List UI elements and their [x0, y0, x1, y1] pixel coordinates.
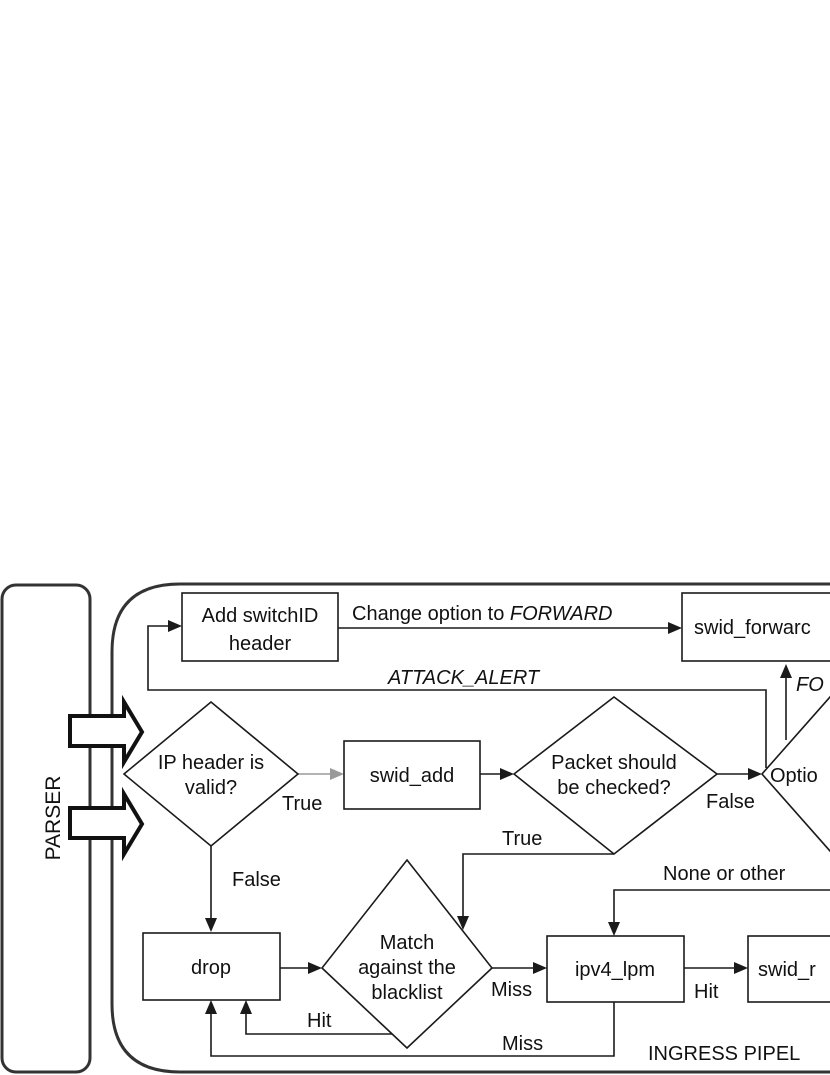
- arrowhead: [780, 664, 792, 678]
- change-option-label: Change option to FORWARD: [352, 603, 613, 625]
- arrowhead: [308, 962, 322, 974]
- lpm-miss-label: Miss: [502, 1033, 543, 1055]
- ipv4-lpm-box: [546, 935, 685, 1003]
- parser-label: PARSER: [42, 776, 65, 861]
- ip-false-label: False: [232, 869, 281, 891]
- parser-arrow-lower: [68, 786, 145, 862]
- packet-check-line1: Packet should: [551, 752, 677, 774]
- ip-valid-decision: [122, 700, 300, 848]
- edge-check-true: [462, 853, 614, 918]
- arrowhead: [533, 962, 547, 974]
- change-option-value: FORWARD: [510, 603, 613, 625]
- packet-check-decision: [512, 695, 719, 856]
- ip-valid-line1: IP header is: [158, 752, 264, 774]
- ip-valid-line2: valid?: [185, 777, 237, 799]
- edge-blacklist-hit: [245, 1012, 396, 1035]
- swid-r-box: [747, 935, 830, 1003]
- change-option-prefix: Change option to: [352, 603, 510, 625]
- arrowhead: [457, 916, 469, 930]
- blacklist-decision: [320, 858, 494, 1050]
- option-decision: [760, 695, 830, 853]
- drop-box: [142, 932, 281, 1001]
- swid-add-label: swid_add: [370, 765, 455, 787]
- lpm-hit-label: Hit: [694, 981, 719, 1003]
- ipv4-lpm-label: ipv4_lpm: [575, 959, 655, 981]
- packet-check-line2: be checked?: [557, 777, 670, 799]
- check-false-label: False: [706, 791, 755, 813]
- arrowhead: [205, 918, 217, 932]
- blacklist-line1: Match: [380, 932, 434, 954]
- attack-alert-label: ATTACK_ALERT: [387, 667, 541, 689]
- none-or-other-label: None or other: [663, 863, 786, 885]
- arrowhead: [205, 1000, 217, 1014]
- swid-add-box: [343, 740, 481, 810]
- blacklist-line2: against the: [358, 957, 456, 979]
- add-switchid-header-box: [181, 592, 339, 662]
- arrowhead: [240, 1000, 252, 1014]
- arrowhead: [168, 620, 182, 632]
- parser-arrow-upper: [68, 694, 145, 770]
- ip-true-label: True: [282, 793, 322, 815]
- arrowhead: [668, 622, 682, 634]
- swid-r-label: swid_r: [758, 959, 816, 981]
- edge-lpm-miss: [210, 1002, 615, 1057]
- arrowhead: [608, 922, 620, 936]
- blacklist-line3: blacklist: [371, 982, 443, 1004]
- arrowhead: [500, 768, 514, 780]
- edge-attack-alert: [147, 625, 767, 768]
- check-true-label: True: [502, 828, 542, 850]
- pipeline-label: INGRESS PIPEL: [648, 1043, 800, 1065]
- swid-forward-box: [681, 592, 830, 662]
- arrowhead: [330, 768, 344, 780]
- blacklist-miss-label: Miss: [491, 979, 532, 1001]
- arrowhead: [734, 962, 748, 974]
- blacklist-hit-label: Hit: [307, 1010, 332, 1032]
- edge-none-or-other: [613, 889, 830, 924]
- drop-label: drop: [191, 957, 231, 979]
- arrowhead: [748, 768, 762, 780]
- add-switchid-line1: Add switchID: [202, 605, 319, 627]
- add-switchid-line2: header: [229, 633, 292, 655]
- swid-forward-label: swid_forwarc: [694, 617, 811, 639]
- option-label: Optio: [770, 765, 818, 787]
- forward-partial-label: FO: [796, 674, 824, 696]
